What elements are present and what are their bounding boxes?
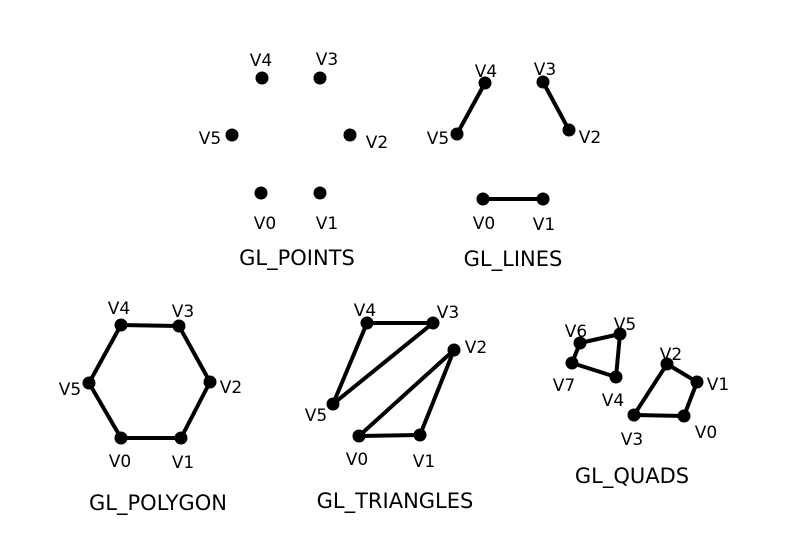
vertex-label-v1: V1 (413, 452, 435, 472)
vertex-label-v5: V5 (614, 315, 636, 335)
vertex-label-v3: V3 (534, 60, 556, 80)
vertex-label-v1: V1 (707, 375, 729, 395)
vertex-v1 (690, 375, 704, 389)
vertex-v1 (413, 428, 427, 442)
edge-v2-v3 (177, 324, 212, 384)
edge-v7-v4 (570, 361, 618, 379)
vertex-label-v1: V1 (316, 214, 338, 234)
vertex-v4 (114, 318, 128, 332)
vertex-label-v6: V6 (565, 322, 587, 342)
vertex-label-v0: V0 (473, 214, 495, 234)
vertex-label-v3: V3 (437, 303, 459, 323)
vertex-v3 (627, 408, 641, 422)
vertex-v3 (536, 75, 550, 89)
panel-title-triangles: GL_TRIANGLES (317, 489, 474, 514)
vertex-label-v5: V5 (59, 380, 81, 400)
vertex-v5 (225, 128, 239, 142)
vertex-v0 (476, 192, 490, 206)
vertex-label-v0: V0 (109, 452, 131, 472)
panel-title-points: GL_POINTS (239, 246, 355, 271)
vertex-v4 (478, 76, 492, 90)
edge-v4-v5 (455, 81, 487, 136)
vertex-v2 (447, 343, 461, 357)
vertex-label-v0: V0 (346, 450, 368, 470)
edge-v1-v2 (418, 348, 456, 437)
vertex-v6 (573, 336, 587, 350)
vertex-label-v5: V5 (305, 406, 327, 426)
edge-v5-v0 (87, 381, 123, 440)
vertex-v2 (343, 128, 357, 142)
vertex-label-v2: V2 (465, 338, 487, 358)
vertex-label-v3: V3 (316, 50, 338, 70)
vertex-v3 (172, 319, 186, 333)
vertex-label-v2: V2 (660, 345, 682, 365)
vertex-v3 (426, 316, 440, 330)
edge-v0-v1 (357, 433, 422, 438)
vertex-v1 (174, 431, 188, 445)
edge-v2-v3 (632, 362, 669, 417)
vertex-v0 (114, 431, 128, 445)
vertex-label-v4: V4 (354, 301, 376, 321)
vertex-label-v1: V1 (533, 215, 555, 235)
edge-v3-v0 (632, 413, 686, 418)
edge-v1-v2 (179, 380, 212, 440)
vertex-label-v2: V2 (366, 133, 388, 153)
vertex-label-v4: V4 (602, 391, 624, 411)
vertex-v0 (352, 429, 366, 443)
edge-v5-v3 (331, 321, 435, 406)
vertex-v4 (609, 370, 623, 384)
vertex-v4 (360, 316, 374, 330)
panel-title-quads: GL_QUADS (575, 464, 689, 489)
vertex-v7 (565, 356, 579, 370)
vertex-v2 (660, 357, 674, 371)
vertex-v2 (562, 123, 576, 137)
vertex-v4 (255, 71, 269, 85)
vertex-v5 (613, 327, 627, 341)
vertex-label-v7: V7 (553, 376, 575, 396)
edge-v5-v6 (578, 332, 622, 345)
vertex-label-v5: V5 (427, 129, 449, 149)
vertex-label-v0: V0 (695, 423, 717, 443)
edge-v3-v4 (119, 323, 181, 328)
vertex-v1 (536, 192, 550, 206)
vertex-label-v5: V5 (199, 129, 221, 149)
vertex-label-v4: V4 (108, 299, 130, 319)
edge-v2-v3 (541, 80, 571, 132)
vertex-label-v2: V2 (220, 378, 242, 398)
panel-title-lines: GL_LINES (464, 247, 563, 272)
vertex-label-v0: V0 (254, 214, 276, 234)
vertex-v5 (450, 127, 464, 141)
vertex-label-v3: V3 (621, 430, 643, 450)
vertex-label-v4: V4 (250, 51, 272, 71)
edge-v4-v5 (331, 321, 369, 406)
vertex-v1 (313, 186, 327, 200)
vertex-v3 (313, 71, 327, 85)
edge-v2-v0 (357, 348, 456, 438)
vertex-v5 (326, 397, 340, 411)
vertex-label-v1: V1 (172, 453, 194, 473)
vertex-v2 (203, 375, 217, 389)
vertex-v0 (677, 409, 691, 423)
vertex-label-v2: V2 (579, 128, 601, 148)
panel-title-polygon: GL_POLYGON (89, 491, 227, 516)
vertex-label-v4: V4 (475, 62, 497, 82)
vertex-label-v3: V3 (172, 302, 194, 322)
edge-v4-v5 (87, 323, 123, 385)
edge-v4-v5 (614, 332, 622, 379)
vertex-v0 (254, 186, 268, 200)
vertex-v5 (82, 376, 96, 390)
